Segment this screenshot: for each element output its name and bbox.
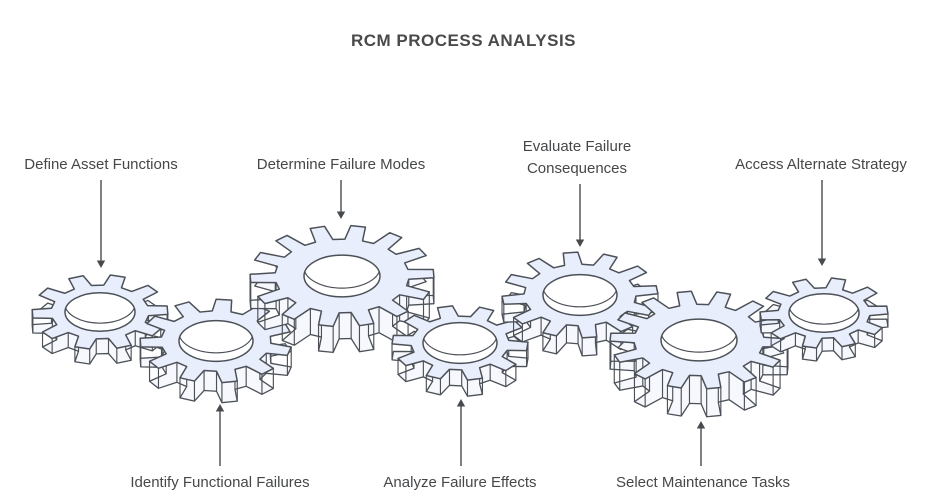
arrow-evaluate-failure-consequences xyxy=(575,184,585,247)
gear-define-asset-functions xyxy=(31,274,169,365)
gear-hole xyxy=(422,321,498,365)
arrowhead-icon xyxy=(575,239,585,247)
gear-access-alternate-strategy xyxy=(759,277,889,362)
label-identify-functional-failures: Identify Functional Failures xyxy=(130,474,310,491)
label-analyze-failure-effects: Analyze Failure Effects xyxy=(383,474,537,491)
arrow-analyze-failure-effects xyxy=(456,399,466,466)
label-determine-failure-modes: Determine Failure Modes xyxy=(256,156,426,173)
gear-hole xyxy=(788,293,860,333)
arrow-identify-functional-failures xyxy=(215,404,225,466)
arrowhead-icon xyxy=(696,421,706,429)
arrowhead-icon xyxy=(215,404,225,412)
label-select-maintenance-tasks: Select Maintenance Tasks xyxy=(616,474,790,491)
gear-hole xyxy=(178,319,254,363)
arrow-select-maintenance-tasks xyxy=(696,421,706,466)
gear-identify-functional-failures xyxy=(139,298,292,404)
gear-hole xyxy=(64,292,136,332)
gear-hole xyxy=(660,318,738,362)
gear-analyze-failure-effects xyxy=(391,305,529,397)
arrowhead-icon xyxy=(456,399,466,407)
arrowhead-icon xyxy=(817,258,827,266)
label-define-asset-functions: Define Asset Functions xyxy=(24,156,178,173)
gear-hole xyxy=(542,273,618,317)
gear-select-maintenance-tasks xyxy=(609,290,789,418)
gear-hole xyxy=(303,254,381,298)
label-evaluate-failure-consequences: Evaluate Failure Consequences xyxy=(522,138,632,177)
arrow-determine-failure-modes xyxy=(336,180,346,219)
arrowhead-icon xyxy=(336,211,346,219)
arrow-define-asset-functions xyxy=(96,180,106,268)
arrowhead-icon xyxy=(96,260,106,268)
page-title: RCM PROCESS ANALYSIS xyxy=(350,31,577,50)
arrow-access-alternate-strategy xyxy=(817,180,827,266)
label-access-alternate-strategy: Access Alternate Strategy xyxy=(735,156,907,173)
gear-determine-failure-modes xyxy=(249,224,435,354)
